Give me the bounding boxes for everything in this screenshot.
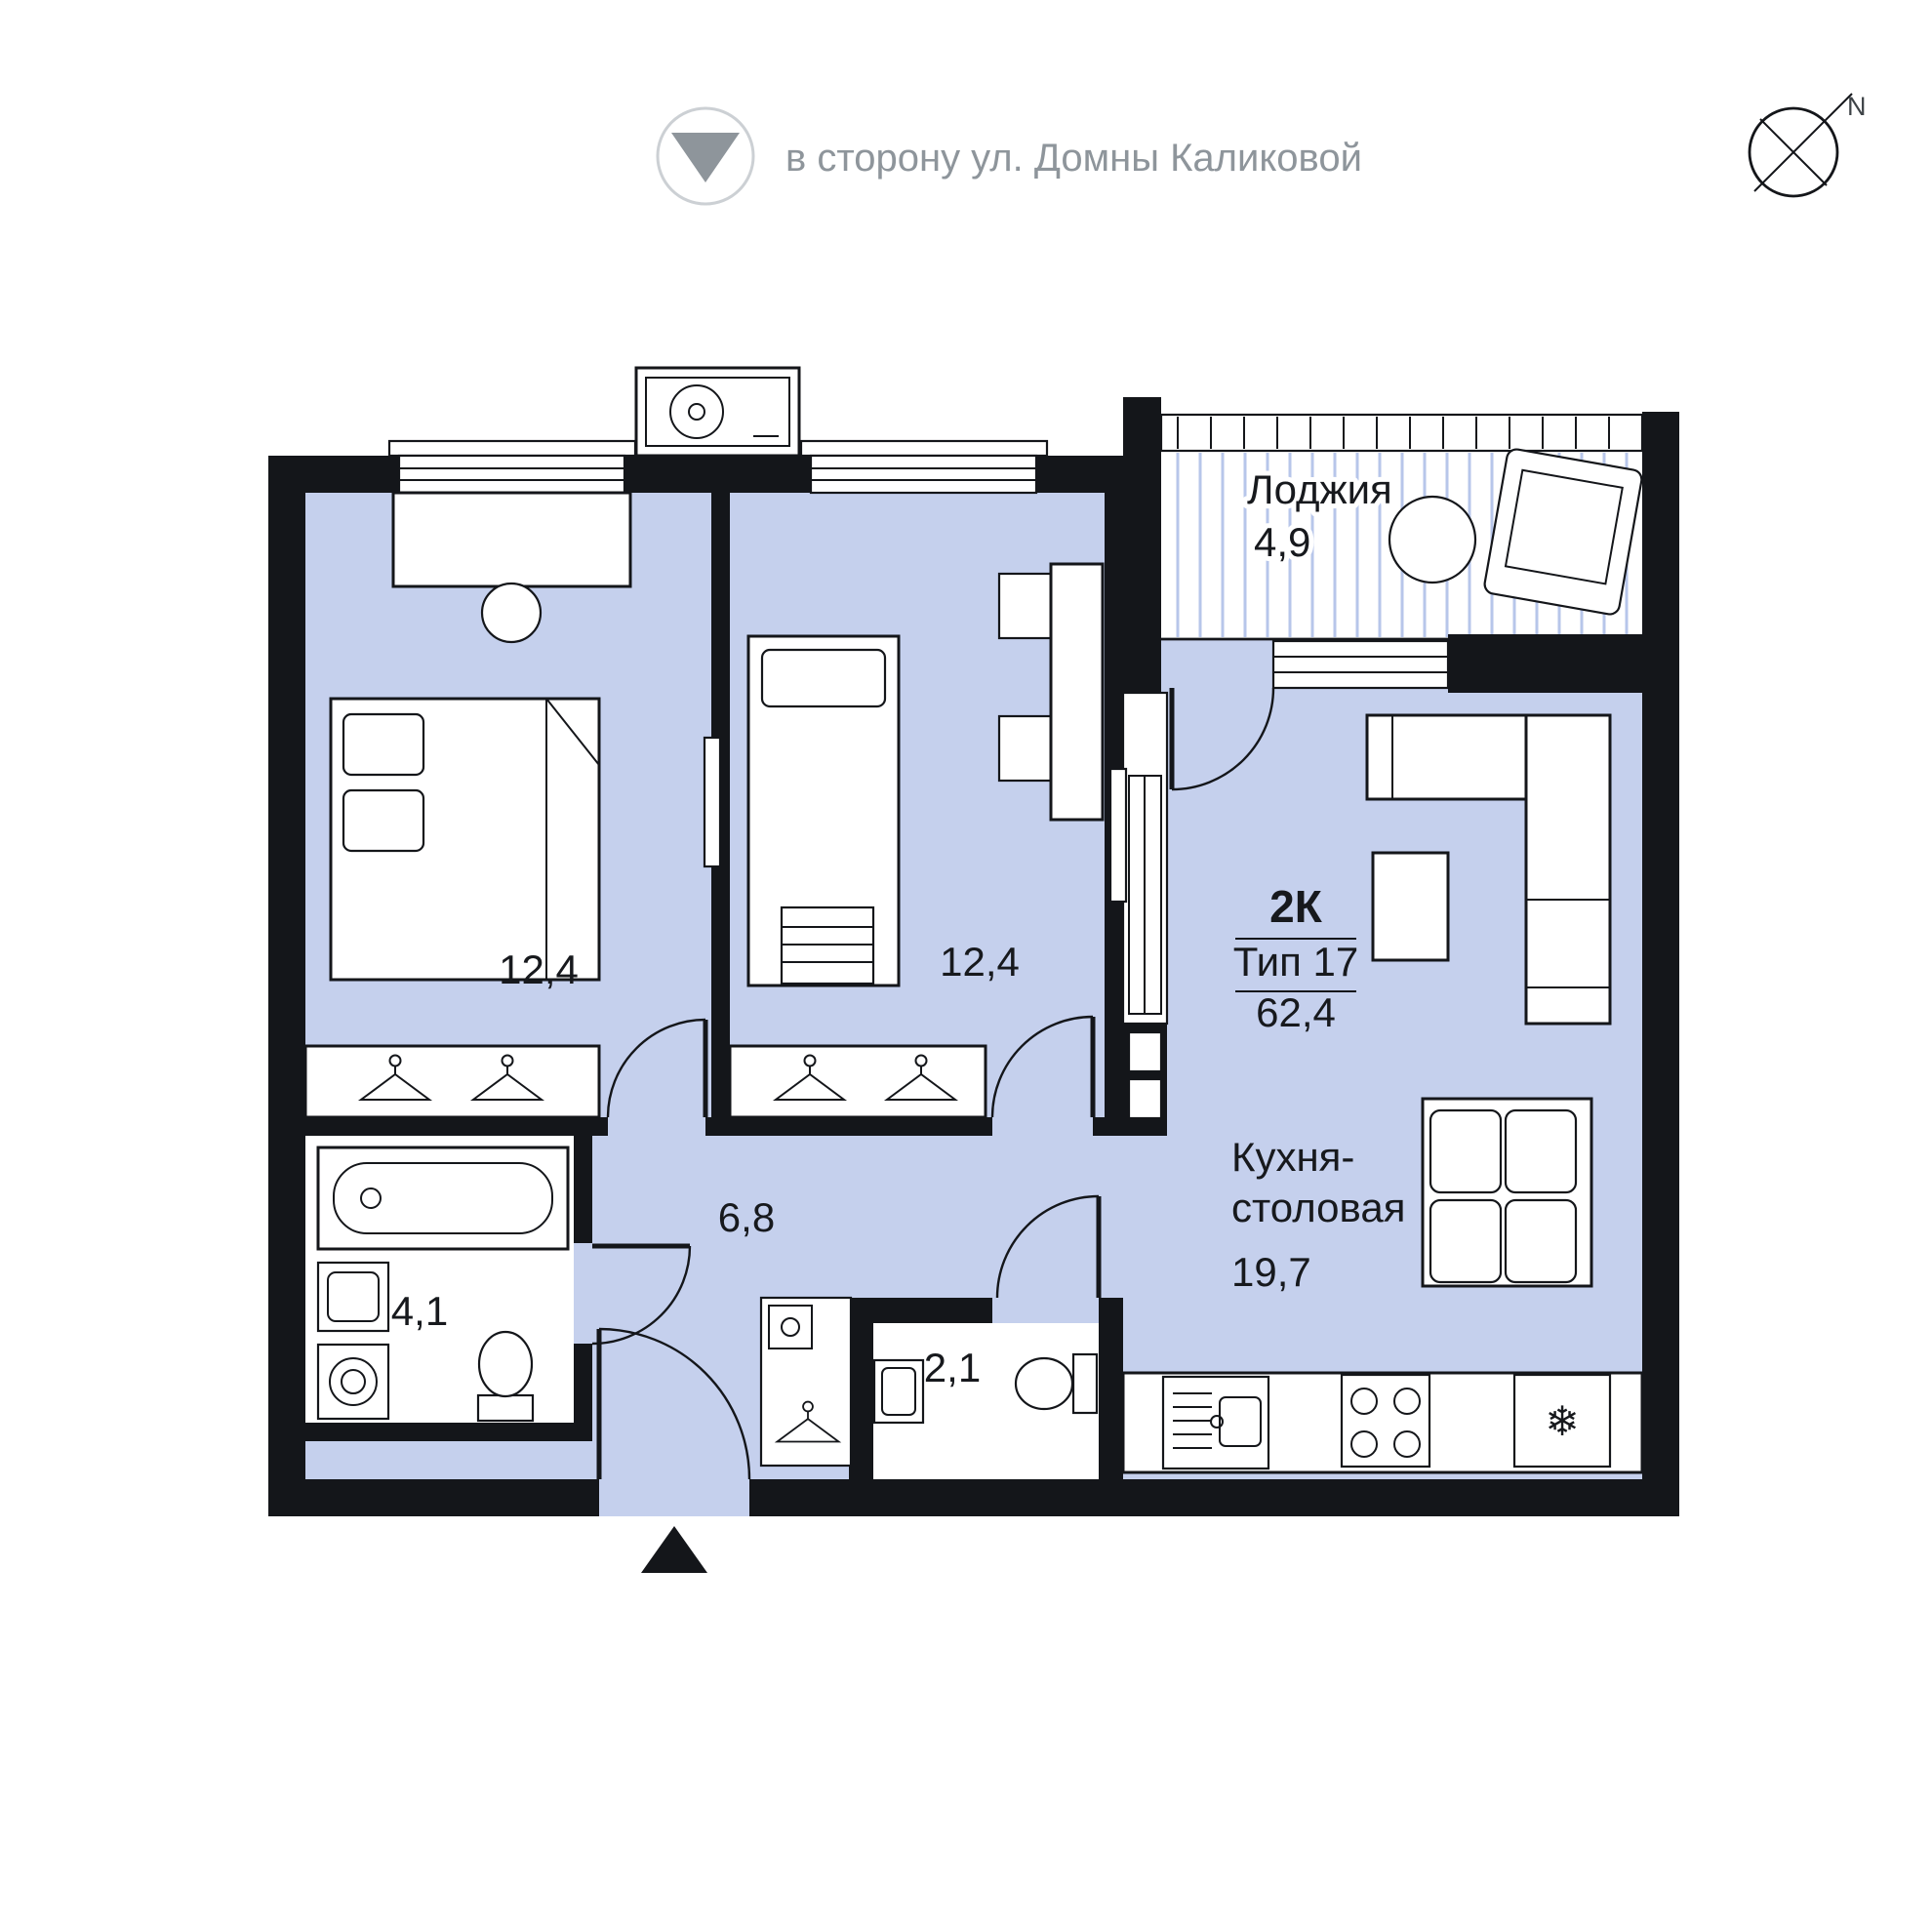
door-bedroom-middle: [990, 1015, 1096, 1118]
door-loggia: [1169, 687, 1275, 791]
bedroom-middle: [728, 562, 1128, 1119]
pillow: [760, 648, 887, 708]
compass-north-label: N: [1847, 92, 1867, 121]
loggia-glazing-ticks: [1163, 417, 1640, 449]
bedroom-left-area-label: 12,4: [499, 946, 579, 992]
hall-area-label: 6,8: [718, 1194, 775, 1240]
hallway-cabinet-column: [1121, 691, 1169, 1120]
loggia-name-label: Лоджия: [1247, 466, 1392, 512]
badge-rooms-count: 2К: [1269, 881, 1323, 932]
badge-total-area: 62,4: [1256, 989, 1336, 1035]
pillow: [342, 712, 425, 777]
kitchen-top-wall: [1448, 634, 1642, 693]
dining-chair: [1504, 1198, 1578, 1284]
entrance-arrow-icon: [641, 1526, 707, 1573]
wc-wall-left: [849, 1298, 873, 1479]
wc: [872, 1352, 1099, 1425]
dresser: [391, 491, 632, 588]
bottom-wall-right: [749, 1479, 1679, 1516]
doors: [591, 687, 1275, 1480]
bathtub: [316, 1146, 570, 1251]
apartment-badge: 2К Тип 17 62,4: [1233, 881, 1358, 1035]
compass: N: [1748, 92, 1867, 198]
door-bathroom: [591, 1243, 692, 1346]
coffee-table: [1371, 851, 1450, 962]
snowflake-icon: ❄: [1545, 1398, 1579, 1444]
pillow: [342, 788, 425, 853]
compass-circle-icon: [1748, 106, 1839, 198]
door-bedroom-left: [606, 1018, 708, 1118]
window-bedroom-left: [387, 439, 637, 495]
bedroom-middle-area-label: 12,4: [940, 939, 1020, 985]
radiator: [703, 736, 722, 868]
compass-crossline-icon: [1759, 118, 1828, 186]
dining-chair: [1504, 1108, 1578, 1194]
hall: [759, 1296, 853, 1468]
dining-chair: [1429, 1198, 1503, 1284]
sofa-chaise: [1524, 713, 1612, 1026]
wc-area-label: 2,1: [924, 1345, 981, 1390]
kitchen-area-label: 19,7: [1231, 1249, 1311, 1295]
bathroom-wall-upper: [574, 1136, 592, 1243]
toilet: [476, 1330, 535, 1423]
direction-icon: [656, 106, 755, 206]
bathroom: [316, 1146, 570, 1423]
dining-chair: [1429, 1108, 1503, 1194]
wc-wall-right: [1099, 1298, 1123, 1479]
structural-column: [1123, 397, 1161, 693]
wc-toilet: [1014, 1352, 1099, 1415]
fridge: ❄: [1512, 1373, 1612, 1469]
bottom-wall-left: [268, 1479, 599, 1516]
window-bedroom-middle: [799, 439, 1049, 495]
electric-panel: [1127, 1030, 1163, 1073]
plan: ❄: [268, 366, 1679, 1573]
wc-wall-top: [873, 1298, 992, 1323]
loggia-area-label: 4,9: [1254, 519, 1310, 565]
stove: [1340, 1373, 1431, 1469]
bedroom-left: [303, 491, 722, 1119]
radiator: [1108, 767, 1128, 904]
faucet-icon: [1210, 1415, 1224, 1429]
blanket-fold: [545, 698, 600, 766]
badge-plan-type: Тип 17: [1233, 939, 1358, 985]
kitchen-dining: ❄: [1121, 713, 1644, 1474]
stool: [480, 582, 543, 644]
hall-wall-c: [1093, 1117, 1123, 1136]
bathroom-area-label: 4,1: [391, 1288, 448, 1334]
kitchen-loggia-window: [1271, 639, 1450, 690]
header: в сторону ул. Домны Каликовой: [656, 106, 1362, 206]
bathroom-wall-bottom: [305, 1423, 592, 1441]
door-wc: [995, 1194, 1102, 1299]
fan-icon: [669, 384, 724, 439]
right-wall: [1642, 412, 1679, 1516]
washing-machine: [316, 1343, 390, 1421]
coat-rack: [759, 1296, 853, 1468]
wardrobe: [728, 1044, 987, 1119]
compass-needle-icon: [1753, 93, 1853, 192]
hall-wall-a: [305, 1117, 608, 1136]
kitchen-name-line2: столовая: [1231, 1185, 1405, 1230]
bathroom-sink: [316, 1261, 390, 1333]
kitchen-name-line1: Кухня-: [1231, 1134, 1354, 1180]
left-wall: [268, 456, 305, 1516]
loggia-table: [1388, 495, 1477, 584]
door-entrance: [596, 1327, 751, 1480]
wardrobe: [303, 1044, 601, 1119]
wc-sink: [872, 1358, 925, 1425]
direction-label: в сторону ул. Домны Каликовой: [785, 137, 1362, 180]
electric-panel: [1127, 1077, 1163, 1120]
room-labels: Лоджия 4,9 12,4 12,4 6,8 4,1 2,1 Кухня- …: [391, 462, 1406, 1390]
desk: [1049, 562, 1105, 822]
loggia: [1159, 413, 1644, 641]
bathroom-wall-lower: [574, 1344, 592, 1441]
ac-unit: [634, 366, 801, 458]
loggia-armchair: [1483, 448, 1643, 616]
entrance-opening: [599, 1479, 749, 1516]
kitchen-sink-unit: [1161, 1375, 1270, 1470]
hall-wall-b: [705, 1117, 992, 1136]
down-triangle-icon: [671, 133, 740, 182]
